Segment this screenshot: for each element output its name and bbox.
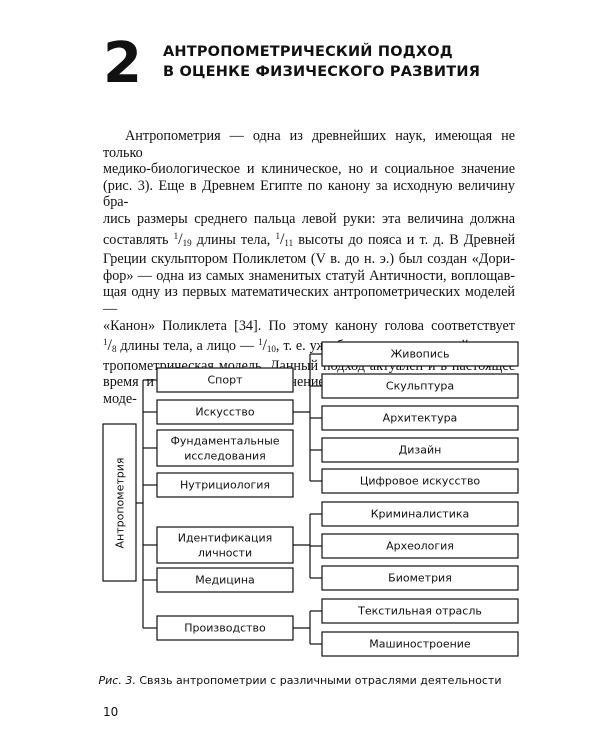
node-label: Дизайн (399, 444, 442, 457)
node-label: Археология (386, 540, 454, 553)
node-label: Спорт (208, 374, 244, 387)
node-anthropometry: Антропометрия (102, 423, 137, 582)
node-archaeology: Археология (321, 533, 519, 559)
node-label: Антропометрия (114, 458, 127, 549)
chapter-title-line-2: В ОЦЕНКЕ ФИЗИЧЕСКОГО РАЗВИТИЯ (163, 64, 481, 80)
node-textile-industry: Текстильная отрасль (321, 598, 519, 624)
node-label: Производство (184, 622, 266, 635)
node-identification: Идентификация личности (156, 526, 294, 564)
node-medicine: Медицина (156, 567, 294, 593)
text-line: медико-биологическое и клиническое, но и… (103, 161, 515, 178)
fraction-1-10: 1/10 (257, 337, 276, 355)
node-label: Искусство (195, 406, 254, 419)
text-line: «Канон» Поликлета [34]. По этому канону … (103, 317, 515, 334)
node-criminalistics: Криминалистика (321, 501, 519, 527)
node-label: исследования (184, 450, 266, 463)
fraction-1-19: 1/19 (173, 230, 192, 248)
text-line: Греции скульптором Поликлетом (V в. до н… (103, 251, 515, 268)
node-label: Скульптура (386, 380, 454, 393)
node-label: Биометрия (388, 572, 452, 585)
node-label: Текстильная отрасль (357, 605, 482, 618)
text-line: фор» — одна из самых знаменитых статуй А… (103, 267, 515, 284)
node-biometrics: Биометрия (321, 565, 519, 591)
node-label: личности (198, 547, 252, 560)
node-digital-art: Цифровое искусство (321, 468, 519, 494)
node-label: Фундаментальные (170, 435, 279, 448)
node-painting: Живопись (321, 341, 519, 367)
node-architecture: Архитектура (321, 405, 519, 431)
page-number: 10 (103, 705, 119, 719)
node-design: Дизайн (321, 437, 519, 463)
diagram-connectors (136, 353, 322, 645)
fraction-1-11: 1/11 (275, 230, 294, 248)
text-line: Антропометрия — одна из древнейших наук,… (103, 128, 515, 161)
node-label: Архитектура (383, 412, 458, 425)
chapter-title: АНТРОПОМЕТРИЧЕСКИЙ ПОДХОД В ОЦЕНКЕ ФИЗИЧ… (163, 42, 480, 82)
node-mechanical-engineering: Машиностроение (321, 631, 519, 657)
node-label: Цифровое искусство (360, 475, 481, 488)
node-label: Криминалистика (371, 508, 470, 521)
figure-caption: Рис. 3. Связь антропометрии с различными… (0, 674, 600, 687)
node-label: Нутрициология (180, 479, 270, 492)
fraction-1-8: 1/8 (103, 337, 117, 355)
node-nutrition: Нутрициология (156, 472, 294, 498)
text-line: лись размеры среднего пальца левой руки:… (103, 210, 515, 227)
node-label: Живопись (390, 348, 449, 361)
node-production: Производство (156, 615, 294, 641)
text-line: щая одну из первых математических антроп… (103, 284, 515, 317)
chapter-title-line-1: АНТРОПОМЕТРИЧЕСКИЙ ПОДХОД (163, 44, 453, 60)
node-art: Искусство (156, 399, 294, 425)
node-sculpture: Скульптура (321, 373, 519, 399)
node-fundamental-research: Фундаментальные исследования (156, 429, 294, 467)
node-label: Идентификация (178, 532, 273, 545)
figure-label: Рис. 3. (98, 674, 136, 687)
node-label: Медицина (195, 574, 255, 587)
figure-caption-text: Связь антропометрии с различными отрасля… (139, 674, 502, 687)
text-line: (рис. 3). Еще в Древнем Египте по канону… (103, 177, 515, 211)
node-sport: Спорт (156, 367, 294, 393)
chapter-number: 2 (103, 31, 142, 96)
text-line: составлять 1/19 длины тела, 1/11 высоты … (103, 230, 516, 248)
node-label: Машиностроение (369, 638, 471, 651)
